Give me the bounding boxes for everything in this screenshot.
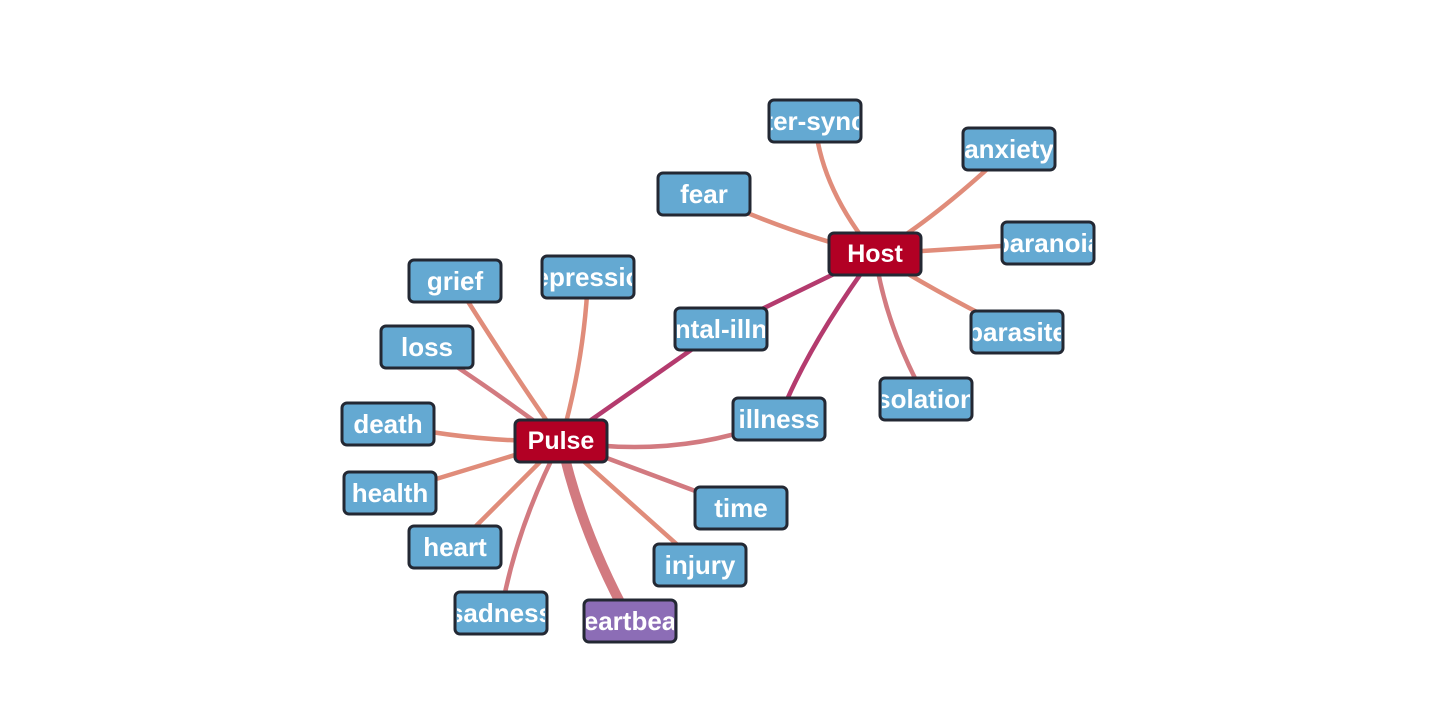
node-box-fear <box>656 171 752 217</box>
node-box-heart <box>407 524 503 570</box>
node-box-loss <box>379 324 475 370</box>
node-host[interactable]: Host <box>827 231 923 277</box>
node-box-isolation <box>878 376 974 422</box>
node-label-imposter: ter-sync <box>764 106 865 136</box>
node-label-death: death <box>353 409 422 439</box>
node-label-isolation: solation <box>876 384 976 414</box>
node-anxiety[interactable]: anxiety <box>961 126 1057 172</box>
node-mental-illness[interactable]: ntal-illn <box>673 306 769 352</box>
node-box-sadness <box>453 590 549 636</box>
node-imposter[interactable]: ter-sync <box>764 98 865 144</box>
node-box-host <box>827 231 923 277</box>
node-label-parasite: parasite <box>967 317 1067 347</box>
node-label-heart: heart <box>423 532 487 562</box>
node-box-mental-illness <box>673 306 769 352</box>
node-box-parasite <box>969 309 1065 355</box>
node-label-time: time <box>714 493 767 523</box>
node-box-injury <box>652 542 748 588</box>
node-box-depression <box>540 254 636 300</box>
node-label-depression: epressio <box>535 262 642 292</box>
node-label-fear: fear <box>680 179 728 209</box>
node-heart[interactable]: heart <box>407 524 503 570</box>
node-box-pulse <box>513 418 609 464</box>
edge-pulse-heartbeat <box>556 436 635 626</box>
node-box-health <box>342 470 438 516</box>
node-label-illness: illness <box>739 404 820 434</box>
node-label-pulse: Pulse <box>528 427 595 455</box>
node-label-injury: injury <box>665 550 736 580</box>
node-depression[interactable]: epressio <box>535 254 642 300</box>
node-pulse[interactable]: Pulse <box>513 418 609 464</box>
node-label-anxiety: anxiety <box>964 134 1054 164</box>
node-label-paranoia: paranoia <box>994 228 1103 258</box>
node-loss[interactable]: loss <box>379 324 475 370</box>
node-illness[interactable]: illness <box>731 396 827 442</box>
node-box-illness <box>731 396 827 442</box>
node-time[interactable]: time <box>693 485 789 531</box>
node-death[interactable]: death <box>340 401 436 447</box>
node-box-death <box>340 401 436 447</box>
node-grief[interactable]: grief <box>407 258 503 304</box>
node-box-anxiety <box>961 126 1057 172</box>
node-sadness[interactable]: sadness <box>449 590 553 636</box>
node-label-host: Host <box>847 240 903 268</box>
node-injury[interactable]: injury <box>652 542 748 588</box>
node-fear[interactable]: fear <box>656 171 752 217</box>
node-health[interactable]: health <box>342 470 438 516</box>
node-box-imposter <box>767 98 863 144</box>
edge-pulse-depression <box>558 274 591 444</box>
node-label-grief: grief <box>427 266 484 296</box>
node-isolation[interactable]: solation <box>876 376 976 422</box>
node-box-paranoia <box>1000 220 1096 266</box>
node-label-heartbeat: eartbea <box>584 606 677 636</box>
node-box-heartbeat <box>582 598 678 644</box>
node-parasite[interactable]: parasite <box>967 309 1067 355</box>
node-heartbeat[interactable]: eartbea <box>582 598 678 644</box>
node-box-time <box>693 485 789 531</box>
node-label-mental-illness: ntal-illn <box>675 314 767 344</box>
node-label-health: health <box>352 478 429 508</box>
edge-pulse-sadness <box>498 438 564 616</box>
node-paranoia[interactable]: paranoia <box>994 220 1103 266</box>
node-label-sadness: sadness <box>449 598 553 628</box>
node-label-loss: loss <box>401 332 453 362</box>
node-box-grief <box>407 258 503 304</box>
